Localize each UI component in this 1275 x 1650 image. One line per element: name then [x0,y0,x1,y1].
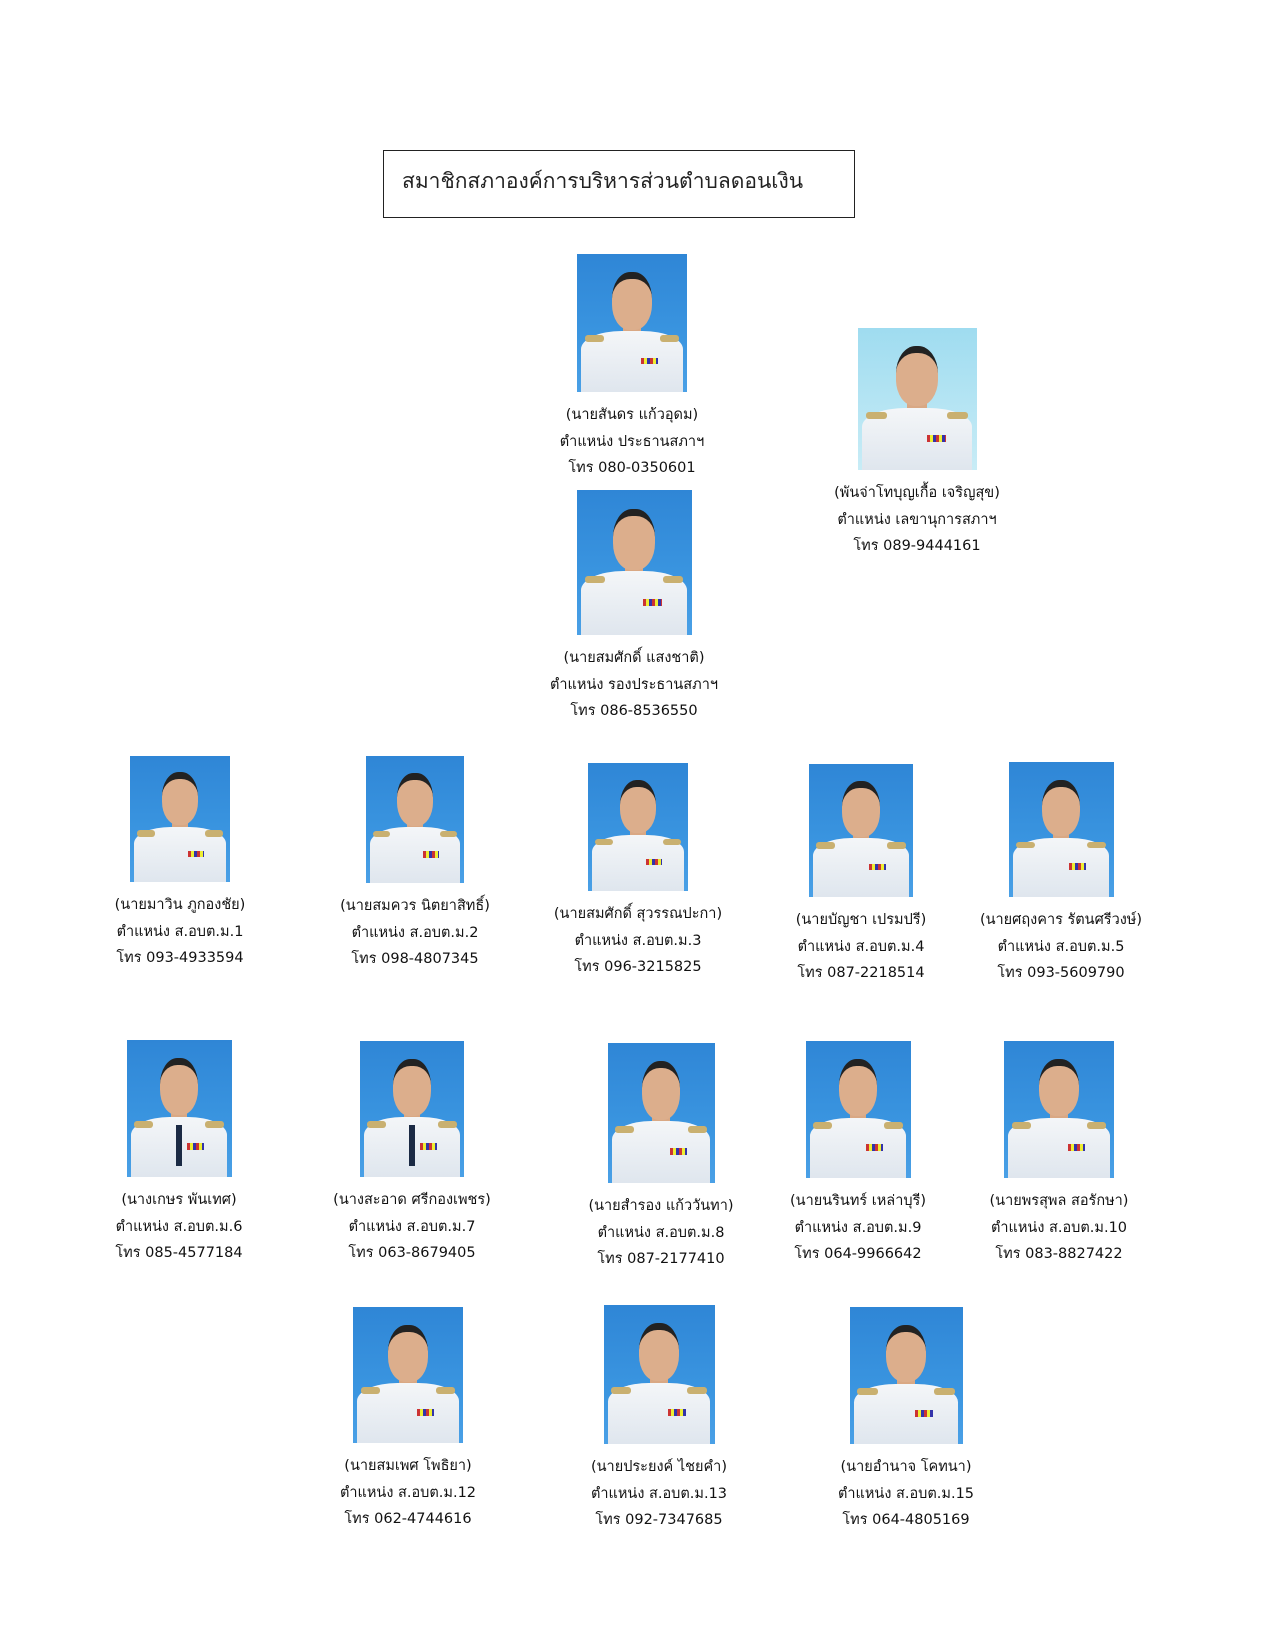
member-photo [1004,1041,1114,1178]
member-photo [588,763,688,891]
page-title: สมาชิกสภาองค์การบริหารส่วนตำบลดอนเงิน [402,169,804,193]
member-position: ตำแหน่ง รองประธานสภาฯ [549,676,719,693]
member-card: (นายสมศักดิ์ แสงชาติ) ตำแหน่ง รองประธานส… [514,490,754,725]
member-card: (นายสันดร แก้วอุดม) ตำแหน่ง ประธานสภาฯ โ… [512,254,752,482]
member-photo [576,490,692,635]
member-phone: โทร 092-7347685 [595,1512,723,1528]
member-card: (นายอำนาจ โคทนา) ตำแหน่ง ส.อบต.ม.15 โทร … [786,1307,1026,1534]
member-photo [126,1040,232,1177]
member-photo [805,1041,911,1178]
member-name: (นายสันดร แก้วอุดม) [565,407,699,423]
member-phone: โทร 087-2177410 [597,1251,725,1267]
member-position: ตำแหน่ง ส.อบต.ม.15 [837,1485,975,1502]
member-position: ตำแหน่ง ส.อบต.ม.9 [794,1219,922,1236]
member-photo [1008,762,1114,897]
member-position: ตำแหน่ง ส.อบต.ม.13 [590,1485,728,1502]
member-position: ตำแหน่ง ส.อบต.ม.5 [997,938,1125,955]
member-photo [366,756,464,883]
member-photo [607,1043,715,1183]
member-phone: โทร 083-8827422 [995,1246,1123,1262]
member-name: (นายบัญชา เปรมปรี) [795,912,927,928]
member-position: ตำแหน่ง ส.อบต.ม.10 [990,1219,1128,1236]
member-phone: โทร 063-8679405 [348,1245,476,1261]
member-phone: โทร 064-9966642 [794,1246,922,1262]
member-photo [353,1307,463,1443]
member-name: (นายอำนาจ โคทนา) [840,1459,972,1475]
member-position: ตำแหน่ง ส.อบต.ม.8 [597,1224,725,1241]
member-phone: โทร 089-9444161 [853,538,981,554]
member-card: (นายพรสุพล สอรักษา) ตำแหน่ง ส.อบต.ม.10 โ… [939,1041,1179,1268]
member-photo [849,1307,963,1444]
member-phone: โทร 087-2218514 [797,965,925,981]
member-phone: โทร 064-4805169 [842,1512,970,1528]
member-photo [577,254,687,392]
member-name: (นายมาวิน ภูกองชัย) [114,897,246,913]
member-name: (นายสมควร นิตยาสิทธิ์) [340,898,490,914]
member-photo [809,764,913,897]
member-phone: โทร 096-3215825 [574,959,702,975]
member-name: (พันจ่าโทบุญเกื้อ เจริญสุข) [834,485,1000,501]
member-card: (พันจ่าโทบุญเกื้อ เจริญสุข) ตำแหน่ง เลขา… [797,328,1037,560]
member-position: ตำแหน่ง ประธานสภาฯ [559,433,705,450]
member-photo [360,1041,464,1177]
member-phone: โทร 093-4933594 [116,950,244,966]
member-position: ตำแหน่ง ส.อบต.ม.4 [797,938,925,955]
member-phone: โทร 098-4807345 [351,951,479,967]
member-position: ตำแหน่ง ส.อบต.ม.2 [351,924,479,941]
member-position: ตำแหน่ง เลขานุการสภาฯ [837,511,997,528]
member-card: (นายบัญชา เปรมปรี) ตำแหน่ง ส.อบต.ม.4 โทร… [741,764,981,987]
member-phone: โทร 093-5609790 [997,965,1125,981]
member-position: ตำแหน่ง ส.อบต.ม.3 [574,932,702,949]
member-phone: โทร 080-0350601 [568,460,696,476]
member-name: (นายสมเพศ โพธิยา) [344,1458,472,1474]
member-name: (นายสมศักดิ์ แสงชาติ) [563,650,705,666]
member-position: ตำแหน่ง ส.อบต.ม.7 [348,1218,476,1235]
member-name: (นายสำรอง แก้ววันทา) [588,1198,734,1214]
member-name: (นายพรสุพล สอรักษา) [989,1193,1129,1209]
member-name: (นางเกษร พันเทศ) [121,1192,237,1208]
member-card: (นายสมเพศ โพธิยา) ตำแหน่ง ส.อบต.ม.12 โทร… [288,1307,528,1533]
member-photo [603,1305,715,1444]
member-position: ตำแหน่ง ส.อบต.ม.1 [116,923,244,940]
member-phone: โทร 062-4744616 [344,1511,472,1527]
title-box: สมาชิกสภาองค์การบริหารส่วนตำบลดอนเงิน [383,150,855,218]
member-card: (นายสมควร นิตยาสิทธิ์) ตำแหน่ง ส.อบต.ม.2… [295,756,535,973]
member-position: ตำแหน่ง ส.อบต.ม.12 [339,1484,477,1501]
member-name: (นายสมศักดิ์ สุวรรณปะกา) [553,906,723,922]
member-card: (นายสมศักดิ์ สุวรรณปะกา) ตำแหน่ง ส.อบต.ม… [518,763,758,981]
member-phone: โทร 085-4577184 [115,1245,243,1261]
member-photo [130,756,230,882]
member-card: (นางเกษร พันเทศ) ตำแหน่ง ส.อบต.ม.6 โทร 0… [59,1040,299,1267]
member-name: (นายศฤงคาร รัตนศรีวงษ์) [979,912,1143,928]
member-name: (นายนรินทร์ เหล่าบุรี) [790,1193,926,1209]
member-photo [857,328,977,470]
member-card: (นายมาวิน ภูกองชัย) ตำแหน่ง ส.อบต.ม.1 โท… [60,756,300,972]
member-position: ตำแหน่ง ส.อบต.ม.6 [115,1218,243,1235]
member-card: (นายสำรอง แก้ววันทา) ตำแหน่ง ส.อบต.ม.8 โ… [541,1043,781,1273]
member-name: (นางสะอาด ศรีกองเพชร) [333,1192,491,1208]
member-phone: โทร 086-8536550 [570,703,698,719]
member-card: (นายศฤงคาร รัตนศรีวงษ์) ตำแหน่ง ส.อบต.ม.… [941,762,1181,987]
member-card: (นางสะอาด ศรีกองเพชร) ตำแหน่ง ส.อบต.ม.7 … [292,1041,532,1267]
member-card: (นายประยงค์ ไชยคำ) ตำแหน่ง ส.อบต.ม.13 โท… [539,1305,779,1534]
member-card: (นายนรินทร์ เหล่าบุรี) ตำแหน่ง ส.อบต.ม.9… [738,1041,978,1268]
member-name: (นายประยงค์ ไชยคำ) [590,1459,727,1475]
